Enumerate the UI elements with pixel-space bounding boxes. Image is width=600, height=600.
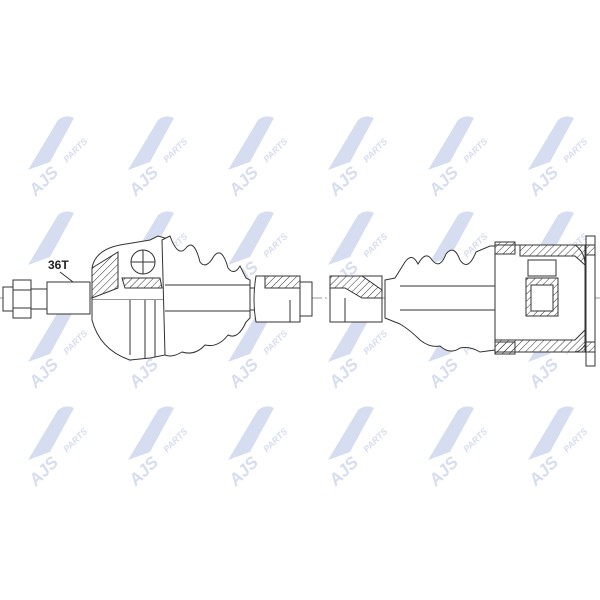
ajs-parts-watermark: AJS PARTS bbox=[100, 390, 200, 490]
watermark-swoosh bbox=[128, 406, 174, 460]
watermark-swoosh bbox=[328, 211, 374, 265]
watermark-swoosh bbox=[228, 116, 274, 170]
watermark-swoosh bbox=[428, 406, 474, 460]
ajs-parts-watermark: AJS PARTS bbox=[500, 100, 600, 200]
outer-cv-joint bbox=[91, 235, 166, 361]
ajs-parts-watermark: AJS PARTS bbox=[400, 390, 500, 490]
ajs-parts-watermark: AJS PARTS bbox=[100, 100, 200, 200]
intermediate-shaft bbox=[249, 275, 383, 323]
watermark-swoosh bbox=[328, 116, 374, 170]
watermark-swoosh bbox=[28, 406, 74, 460]
ajs-parts-watermark: AJS PARTS bbox=[300, 390, 400, 490]
spline-stub bbox=[46, 281, 91, 315]
watermark-swoosh bbox=[28, 211, 74, 265]
ajs-parts-watermark: AJS PARTS bbox=[0, 390, 100, 490]
watermark-swoosh bbox=[128, 116, 174, 170]
watermark-swoosh bbox=[28, 308, 74, 362]
watermark-swoosh bbox=[528, 406, 574, 460]
watermark-swoosh bbox=[28, 116, 74, 170]
ajs-parts-watermark: AJS PARTS bbox=[300, 292, 400, 392]
spline-count-label: 36T bbox=[48, 258, 69, 272]
ajs-parts-watermark: AJS PARTS bbox=[0, 292, 100, 392]
watermark-swoosh bbox=[428, 211, 474, 265]
axle-nut bbox=[2, 279, 48, 319]
ajs-parts-watermark: AJS PARTS bbox=[500, 390, 600, 490]
right-boot bbox=[384, 245, 496, 353]
watermark-swoosh bbox=[228, 406, 274, 460]
ajs-parts-watermark bbox=[0, 195, 100, 295]
ajs-parts-watermark: AJS PARTS bbox=[200, 100, 300, 200]
watermark-swoosh bbox=[228, 211, 274, 265]
watermark-swoosh bbox=[328, 406, 374, 460]
ajs-parts-watermark: AJS PARTS bbox=[200, 390, 300, 490]
ajs-parts-watermark: AJS PARTS bbox=[0, 100, 100, 200]
watermark-swoosh bbox=[528, 116, 574, 170]
ajs-parts-watermark: AJS PARTS bbox=[400, 100, 500, 200]
watermark-swoosh bbox=[428, 116, 474, 170]
ajs-parts-watermark: AJS PARTS bbox=[200, 292, 300, 392]
left-boot bbox=[161, 235, 251, 357]
ajs-parts-watermark: AJS PARTS bbox=[300, 100, 400, 200]
inner-cv-housing bbox=[494, 235, 596, 367]
